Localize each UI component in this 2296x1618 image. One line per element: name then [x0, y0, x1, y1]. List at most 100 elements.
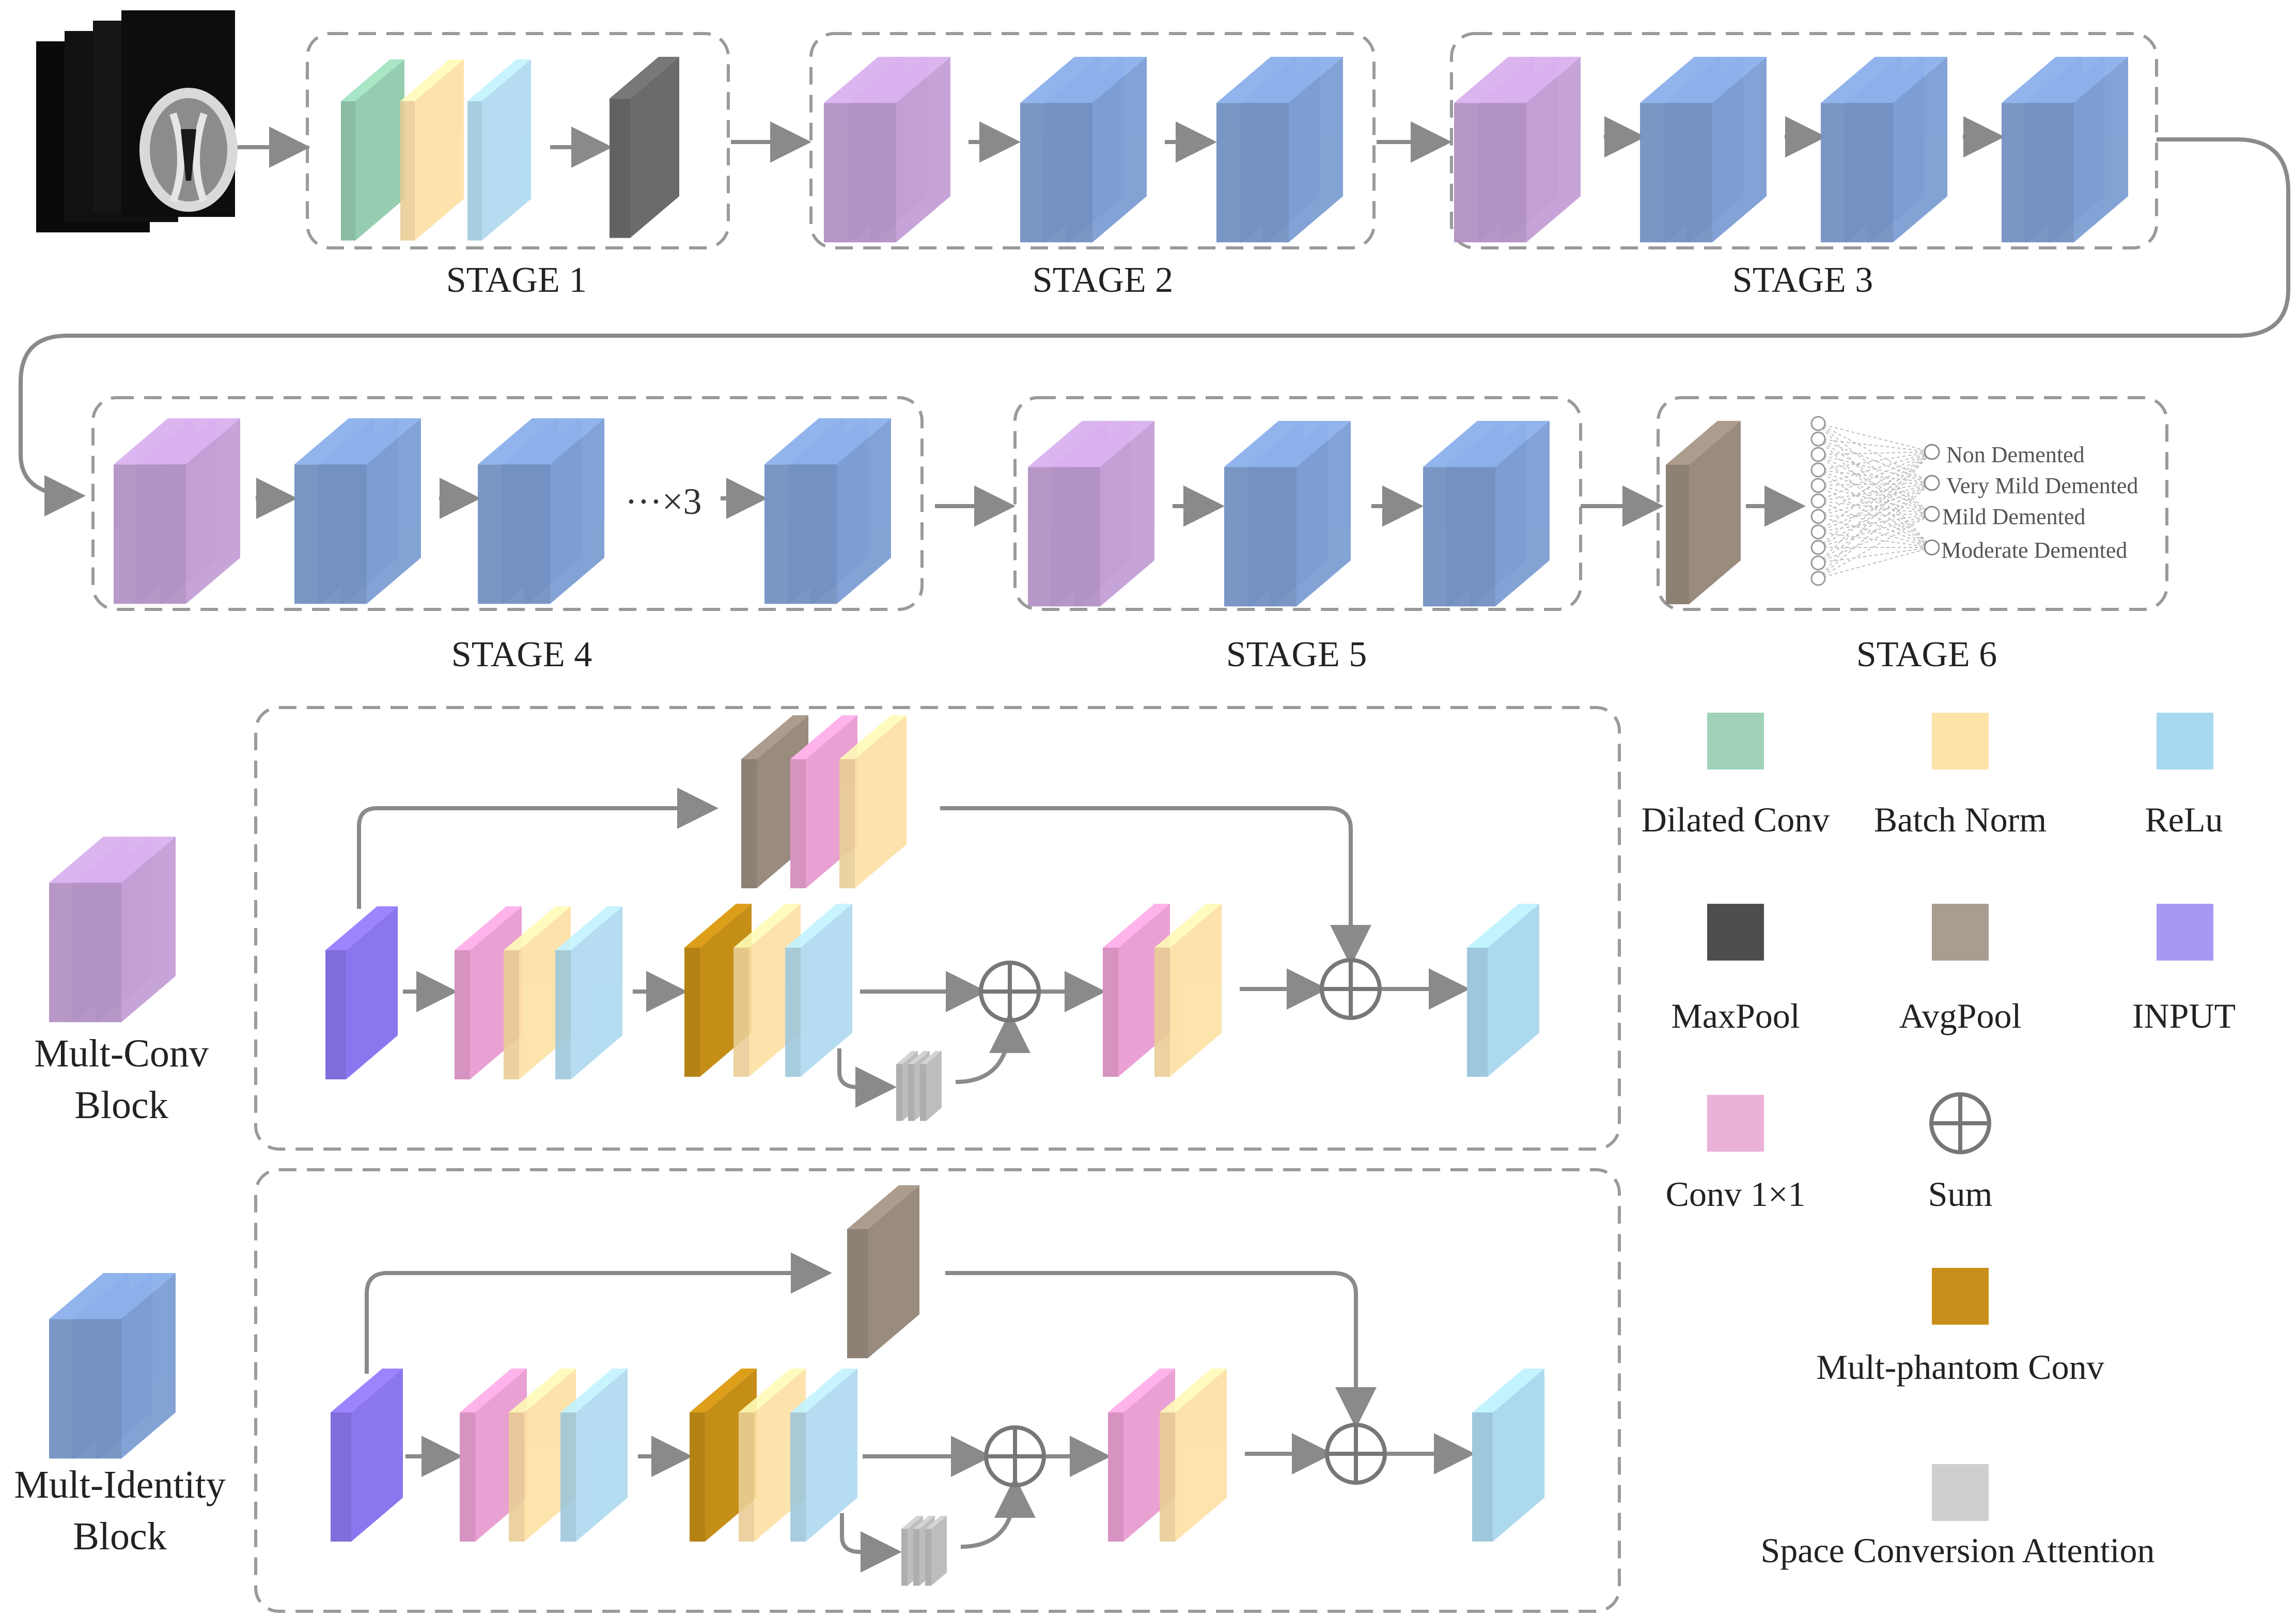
stage3-mult-identity-2-slab-2-front — [1867, 103, 1893, 243]
stage1-label: STAGE 1 — [446, 260, 587, 300]
mc-sca-3-top — [920, 1051, 942, 1064]
stage5-mult-identity-2-slab-0-front — [1423, 467, 1449, 607]
mult-identity-icon-slab-1-front — [72, 1319, 98, 1459]
fc-edge — [1818, 451, 1932, 486]
mc-bn-3-side — [1170, 904, 1222, 1077]
stage2-mult-identity-2-slab-1-top — [1240, 57, 1320, 103]
stage4-mult-conv-slab-0-front — [114, 464, 139, 604]
stage4-mult-identity-2-slab-2-top — [524, 418, 604, 465]
mc-bn-2-top — [733, 904, 801, 948]
stage3-mult-identity-1-slab-1-top — [1663, 57, 1743, 103]
sum-symbols — [979, 958, 1991, 1487]
stage4-box — [91, 396, 924, 611]
stage2-mult-identity-1-slab-2 — [1067, 57, 1147, 243]
stage2-mult-conv-slab-1-top — [847, 57, 927, 103]
class-label-1: Very Mild Demented — [1946, 473, 2138, 498]
stage5-mult-identity-2-slab-1-front — [1446, 467, 1472, 607]
legend-label-maxpool: MaxPool — [1671, 996, 1800, 1035]
stage4-mult-conv-slab-2-front — [160, 464, 186, 604]
legend-swatch-relu — [2157, 713, 2213, 769]
stage3-mult-identity-2-slab-0-top — [1821, 57, 1901, 103]
stage2-mult-identity-2 — [1216, 57, 1343, 243]
mc-bn-3-front — [1154, 948, 1170, 1077]
fc-input-node — [1810, 540, 1826, 555]
fc-edge — [1818, 451, 1932, 501]
legend-label-conv1x1: Conv 1×1 — [1666, 1174, 1806, 1214]
mc-shortcut-bn-front — [839, 759, 855, 888]
fc-edge — [1818, 451, 1932, 548]
legend-label-dilated: Dilated Conv — [1642, 800, 1830, 839]
stage5-mult-identity-2-slab-2-top — [1470, 421, 1550, 467]
mi-relu — [560, 1369, 628, 1542]
stage5-mult-identity-2 — [1423, 421, 1550, 607]
stage4-label: STAGE 4 — [451, 635, 592, 674]
mult-conv-box — [254, 706, 1621, 1151]
mi-shortcut-avgpool-side — [868, 1185, 919, 1358]
mi-arrow-skip-down — [945, 1271, 1377, 1428]
stage5-mult-conv — [1028, 421, 1154, 607]
stage2-mult-conv-slab-0-front — [824, 103, 850, 243]
mi-sca-3-front — [925, 1529, 931, 1586]
mi-output-relu-top — [1472, 1369, 1544, 1412]
stage5-mult-identity-2-slab-2-front — [1470, 467, 1495, 607]
fc-edge — [1818, 438, 1932, 452]
stage3-label: STAGE 3 — [1732, 260, 1873, 300]
mc-output-relu-front — [1467, 948, 1488, 1077]
mc-shortcut-avgpool-top — [741, 715, 808, 759]
stage5-mult-conv-slab-1-front — [1051, 467, 1077, 607]
stage3-mult-identity-3 — [2002, 57, 2128, 243]
stage5-mult-conv-slab-2-front — [1074, 467, 1100, 607]
mi-output-relu-side — [1493, 1369, 1544, 1542]
fc-edge — [1818, 482, 1932, 548]
mi-conv1x1-2-front — [1108, 1412, 1123, 1542]
legend-label-input: INPUT — [2132, 996, 2236, 1035]
stage4-mult-conv-slab-2 — [160, 418, 240, 604]
mi-sum-1 — [984, 1425, 1046, 1487]
stage5-mult-identity-2-slab-0-top — [1423, 421, 1503, 467]
mc-output-relu-side — [1488, 904, 1539, 1077]
stage2-label: STAGE 2 — [1033, 260, 1173, 300]
stage1-batch-norm-side — [415, 59, 464, 241]
mc-phantom-conv-top — [684, 904, 752, 948]
mi-arrow-sca-down — [840, 1513, 902, 1573]
mc-arrow-sca-up — [955, 1012, 1030, 1084]
connector-arrows — [19, 116, 2290, 1573]
mc-conv1x1-front — [455, 950, 470, 1079]
stage2-mult-identity-2-slab-2 — [1263, 57, 1343, 243]
stage4-mult-conv-slab-1-top — [137, 418, 217, 465]
mi-relu-2 — [790, 1369, 857, 1542]
stage2-box — [809, 32, 1376, 249]
stage4-mult-conv-slab-1-front — [137, 464, 163, 604]
stage4-mult-conv-slab-0-top — [114, 418, 194, 465]
fc-input-node — [1810, 493, 1826, 509]
mult-conv-icon-slab-2-top — [96, 837, 176, 883]
mi-sca-2-front — [913, 1529, 919, 1586]
stage1-relu-top — [467, 59, 531, 101]
mult-conv-label-line2: Block — [74, 1083, 168, 1127]
mi-arrow-sca-up — [960, 1476, 1036, 1549]
fc-edge — [1818, 438, 1932, 548]
mult-conv-icon-slab-0-top — [49, 837, 129, 883]
mc-sca-1-top — [896, 1051, 918, 1064]
stage5-mult-identity-1-slab-0-front — [1224, 467, 1250, 607]
stage3-mult-identity-3-slab-0-top — [2002, 57, 2082, 103]
fc-edge — [1818, 547, 1932, 563]
mc-output-relu — [1467, 904, 1539, 1077]
stage2-mult-identity-1-slab-2-front — [1067, 103, 1092, 243]
stage5-mult-identity-1 — [1224, 421, 1351, 607]
fc-edge — [1818, 469, 1932, 548]
stage2-mult-identity-1-slab-0-top — [1020, 57, 1100, 103]
mi-relu-2-side — [806, 1369, 857, 1542]
stage4-mult-identity-1-slab-2-side — [367, 418, 421, 604]
fc-edge — [1818, 469, 1932, 483]
stage1-relu-side — [482, 59, 531, 241]
mult-identity-icon-slab-2-top — [96, 1273, 176, 1319]
stage1-dilated-conv — [341, 59, 404, 241]
mc-input — [325, 906, 398, 1079]
stage4-mult-identity-3-slab-0-front — [764, 464, 790, 604]
stage1-maxpool-front — [610, 98, 630, 238]
stage3-mult-conv-slab-0-front — [1454, 103, 1480, 243]
mi-relu-front — [560, 1412, 576, 1542]
fc-input-node — [1810, 555, 1826, 571]
legend-swatches — [1707, 713, 2213, 1521]
